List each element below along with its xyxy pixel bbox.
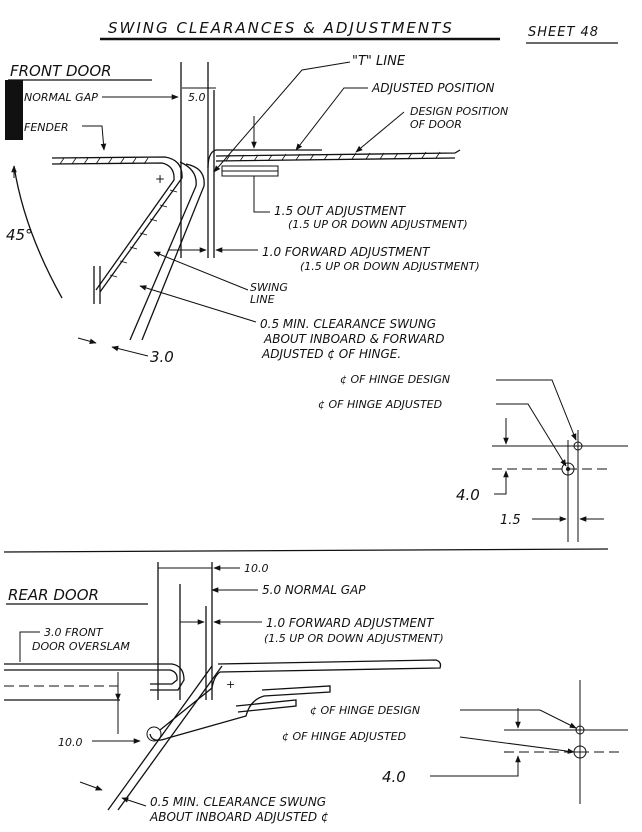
- sheet-number: SHEET 48: [528, 25, 599, 40]
- hinge-design-leader: [496, 379, 577, 441]
- adjusted-position-leader: [295, 87, 368, 151]
- hinge-design-circle: [573, 441, 583, 451]
- hinge-adjusted-label: ¢ OF HINGE ADJUSTED: [318, 398, 442, 411]
- plus-marker: +: [155, 172, 165, 186]
- rear-dim-10-left: 10.0: [58, 736, 83, 749]
- out-adj-leader: [253, 176, 270, 213]
- rear-hinge-adjusted-leader: [459, 736, 575, 754]
- design-position-label-1: DESIGN POSITION: [410, 105, 508, 118]
- rear-door-section: REAR DOOR 10.0 5.0 NORMAL GAP 1.0 FORWAR…: [4, 562, 628, 824]
- out-adjustment-sub: (1.5 UP OR DOWN ADJUSTMENT): [288, 218, 468, 231]
- rear-forward-adjustment-sub: (1.5 UP OR DOWN ADJUSTMENT): [264, 632, 444, 645]
- hinge-adjusted-dot: [566, 467, 570, 471]
- clearance-label-3: ADJUSTED ¢ OF HINGE.: [261, 347, 401, 361]
- rear-forward-adjustment-label: 1.0 FORWARD ADJUSTMENT: [266, 616, 435, 630]
- section-divider: [3, 548, 609, 553]
- angle-45-label: 45°: [6, 226, 33, 244]
- hinge-design-label: ¢ OF HINGE DESIGN: [340, 373, 450, 386]
- rear-hinge-design-label: ¢ OF HINGE DESIGN: [310, 704, 420, 717]
- fender-panel: [51, 156, 183, 293]
- rear-clearance-arrow-a: [79, 781, 103, 791]
- out-adjustment-label: 1.5 OUT ADJUSTMENT: [274, 204, 407, 218]
- dim-4-arrow-bottom: [494, 470, 509, 495]
- t-line-leader: [213, 61, 351, 173]
- front-door-panel-rear-view-inner: [4, 669, 178, 685]
- fender-leader: [82, 125, 107, 151]
- hinge-adjusted-leader: [496, 403, 567, 467]
- sheet-title: SWING CLEARANCES & ADJUSTMENTS: [108, 19, 454, 37]
- dim-3-arrow-a: [77, 337, 97, 345]
- angle-arc: [13, 165, 63, 299]
- front-door-panel-rear-view: [4, 663, 185, 691]
- rear-swing-line: [107, 665, 213, 811]
- swing-line-label-2: LINE: [250, 293, 275, 306]
- hinge-adjusted-circle: [561, 462, 575, 476]
- overslam-label-1: 3.0 FRONT: [44, 626, 104, 639]
- swing-line-leader: [153, 251, 249, 291]
- fender-panel-inner: [51, 162, 175, 291]
- rear-clearance-label-1: 0.5 MIN. CLEARANCE SWUNG: [150, 795, 326, 809]
- front-door-swing-edge-2: [141, 163, 205, 341]
- dim-3-arrow-b: [111, 345, 149, 357]
- fender-hatching: [59, 157, 178, 278]
- door-corner: [207, 149, 217, 169]
- swing-line-label-1: SWING: [250, 281, 288, 294]
- rear-normal-gap-label: 5.0 NORMAL GAP: [262, 583, 366, 597]
- rear-door-panel-adjusted-2: [235, 699, 297, 713]
- dim-3-label: 3.0: [150, 348, 174, 366]
- rear-hinge-design-circle: [575, 725, 585, 735]
- design-position-label-2: OF DOOR: [410, 118, 462, 131]
- rear-door-title: REAR DOOR: [8, 586, 99, 604]
- rear-door-panel-adjusted: [149, 685, 331, 741]
- overslam-label-2: DOOR OVERSLAM: [32, 640, 130, 653]
- clearance-label-1: 0.5 MIN. CLEARANCE SWUNG: [260, 317, 436, 331]
- rear-dim-4-arrow-bottom: [430, 755, 521, 777]
- clearance-leader: [139, 285, 257, 323]
- forward-adjustment-label: 1.0 FORWARD ADJUSTMENT: [262, 245, 431, 259]
- adjusted-position-label: ADJUSTED POSITION: [371, 81, 495, 95]
- rear-door-panel-design: [159, 659, 442, 731]
- rear-dim-10-top: 10.0: [244, 562, 269, 575]
- door-design-panel-inner: [215, 157, 456, 162]
- normal-gap-label: NORMAL GAP: [24, 91, 98, 104]
- overslam-bracket: [19, 631, 40, 662]
- rear-hinge-design-leader: [460, 709, 577, 729]
- rear-dim-4-label: 4.0: [382, 768, 406, 786]
- dim-4-label: 4.0: [456, 486, 480, 504]
- rear-plus-marker: +: [226, 678, 235, 691]
- door-hatching: [225, 151, 441, 162]
- front-door-swing-edge: [129, 161, 197, 341]
- door-design-panel: [215, 149, 461, 157]
- rear-hinge-adjusted-label: ¢ OF HINGE ADJUSTED: [282, 730, 406, 743]
- fender-black-patch: [5, 80, 23, 140]
- rear-hinge-circle: [146, 726, 162, 742]
- dim-1-5-label: 1.5: [500, 513, 521, 528]
- t-line-label: "T" LINE: [352, 54, 406, 69]
- rear-swing-line-2: [117, 665, 223, 811]
- gap-5-label: 5.0: [188, 91, 206, 104]
- forward-adjustment-sub: (1.5 UP OR DOWN ADJUSTMENT): [300, 260, 480, 273]
- clearance-label-2: ABOUT INBOARD & FORWARD: [263, 332, 445, 346]
- fender-label: FENDER: [24, 121, 69, 134]
- front-door-title: FRONT DOOR: [10, 62, 112, 80]
- rear-clearance-label-2: ABOUT INBOARD ADJUSTED ¢: [149, 810, 329, 824]
- front-door-section: FRONT DOOR NORMAL GAP 5.0 FENDER + 45°: [5, 54, 628, 542]
- design-position-leader: [355, 111, 405, 153]
- rear-clearance-arrow-b: [121, 797, 147, 807]
